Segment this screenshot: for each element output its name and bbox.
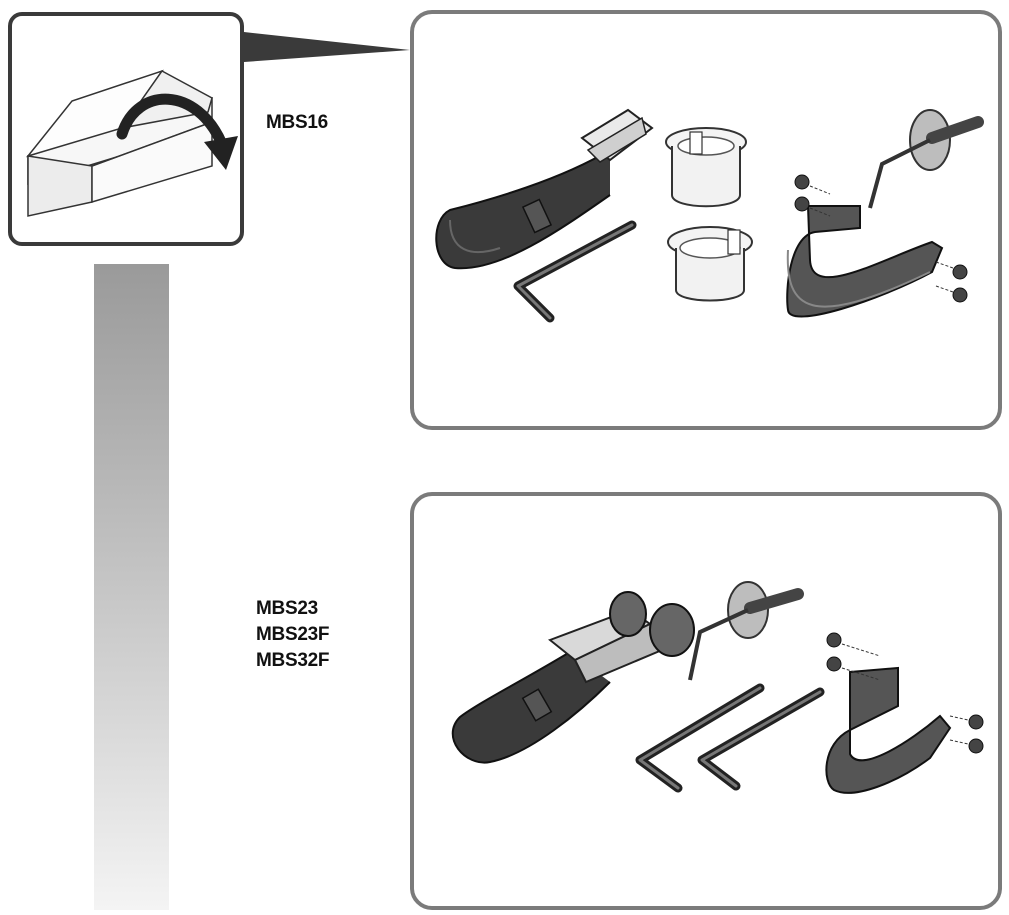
u-bracket-icon — [786, 205, 944, 318]
package-inset — [8, 12, 244, 246]
bushing-icon — [667, 226, 753, 302]
model-label-mbs23: MBS23 — [256, 598, 318, 619]
screw-icon — [826, 632, 984, 754]
gradient-bar — [94, 264, 169, 910]
hex-key-icon — [697, 687, 825, 791]
model-label-mbs23f: MBS23F — [256, 624, 330, 645]
probe-tool-icon — [688, 581, 804, 681]
kit-parts-bottom — [451, 581, 984, 794]
screw-icon — [794, 174, 968, 303]
buckle-strap-icon — [435, 108, 654, 270]
model-label-mbs32f: MBS32F — [256, 650, 330, 671]
hex-key-icon — [635, 683, 765, 793]
bushing-icon — [665, 127, 747, 208]
ratchet-strap-icon — [451, 591, 695, 764]
kit-parts-top — [435, 108, 984, 323]
probe-tool-icon — [868, 109, 984, 209]
hex-key-icon — [513, 220, 637, 323]
model-label-mbs16: MBS16 — [266, 112, 328, 133]
u-bracket-icon — [825, 666, 952, 794]
model-label-list: MBS23 MBS23F MBS32F — [256, 596, 329, 674]
box-open-icon — [25, 69, 238, 217]
